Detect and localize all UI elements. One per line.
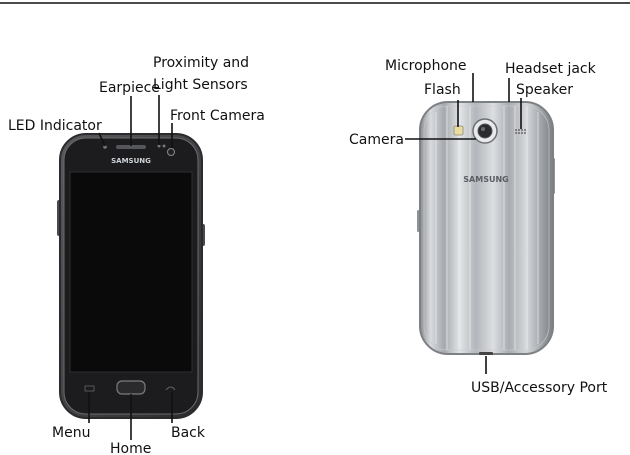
usb-port-label: USB/Accessory Port — [471, 380, 608, 396]
flash-label: Flash — [424, 82, 461, 98]
back-camera-lens — [478, 124, 492, 138]
front-phone: SAMSUNG — [57, 134, 205, 418]
back-phone: SAMSUNG — [417, 102, 555, 355]
back-brand-text: SAMSUNG — [463, 175, 508, 184]
proximity-label-line2: Light Sensors — [153, 77, 248, 93]
front-screen — [70, 172, 192, 372]
home-label: Home — [110, 441, 151, 455]
front-camera-lens — [168, 149, 175, 156]
usb-port-slot — [479, 352, 493, 355]
front-camera-label: Front Camera — [170, 108, 265, 124]
back-label: Back — [171, 425, 206, 441]
headset-jack-label: Headset jack — [505, 61, 597, 77]
microphone-label: Microphone — [385, 58, 467, 74]
menu-label: Menu — [52, 425, 90, 441]
front-brand-text: SAMSUNG — [111, 157, 151, 165]
proximity-label-line1: Proximity and — [153, 55, 249, 71]
home-key — [117, 381, 145, 394]
speaker-label: Speaker — [516, 82, 573, 98]
led-indicator-label: LED Indicator — [8, 118, 102, 134]
light-sensor-dot — [163, 145, 166, 148]
camera-label: Camera — [349, 132, 404, 148]
earpiece-label: Earpiece — [99, 80, 160, 96]
back-camera-glint — [481, 127, 485, 131]
flash-window — [454, 126, 463, 135]
